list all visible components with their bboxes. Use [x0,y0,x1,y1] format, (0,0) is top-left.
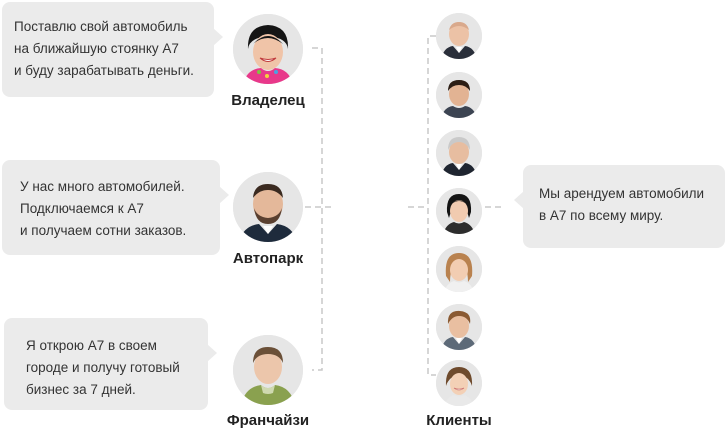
client-avatar-6 [436,304,482,350]
franchisee-bubble-line-2: городе и получу готовый [26,360,180,375]
fleet-speech-bubble: У нас много автомобилей. Подключаемся к … [2,160,229,255]
franchisee-speech-bubble: Я открою A7 в своем городе и получу гото… [4,318,217,410]
owner-speech-bubble: Поставлю свой автомобиль на ближайшую ст… [2,2,223,97]
client-gray-hair-man-portrait-icon [436,130,482,176]
client-avatar-3 [436,130,482,176]
client-avatar-4 [436,188,482,234]
clients-bubble-line-1: Мы арендуем автомобили [539,186,705,201]
franchisee-bubble-line-1: Я открою A7 в своем [26,338,157,353]
fleet-avatar [233,172,303,242]
client-avatar-2 [436,72,482,118]
franchisee-bubble-line-3: бизнес за 7 дней. [26,382,136,397]
franchisee-man-portrait-icon [233,335,303,405]
owner-bubble-line-3: и буду зарабатывать деньги. [14,63,194,78]
client-young-man-portrait-icon [436,304,482,350]
client-bald-man-portrait-icon [436,13,482,59]
owner-role-label: Владелец [231,92,305,109]
fleet-bubble-line-1: У нас много автомобилей. [20,179,185,194]
client-avatar-7 [436,360,482,406]
owner-avatar [233,14,303,84]
fleet-bubble-line-2: Подключаемся к A7 [20,201,144,216]
owner-woman-portrait-icon [233,14,303,84]
client-man-portrait-icon [436,72,482,118]
fleet-role-label: Автопарк [232,250,304,267]
owner-bubble-line-1: Поставлю свой автомобиль [14,19,188,34]
client-woman-portrait-icon [436,188,482,234]
client-blonde-woman-portrait-icon [436,246,482,292]
clients-label: Клиенты [426,412,492,429]
roles-bracket-line [312,47,323,371]
clients-bubble-line-2: в A7 по всему миру. [539,208,664,223]
owner-bubble-line-2: на ближайшую стоянку A7 [14,41,179,56]
clients-bracket-line [427,35,436,376]
client-avatar-1 [436,13,482,59]
fleet-man-portrait-icon [233,172,303,242]
franchisee-role-label: Франчайзи [226,412,310,429]
fleet-bubble-line-3: и получаем сотни заказов. [20,223,187,238]
client-avatar-5 [436,246,482,292]
clients-speech-bubble: Мы арендуем автомобили в A7 по всему мир… [514,165,725,248]
franchisee-avatar [233,335,303,405]
client-smiling-woman-portrait-icon [436,360,482,406]
